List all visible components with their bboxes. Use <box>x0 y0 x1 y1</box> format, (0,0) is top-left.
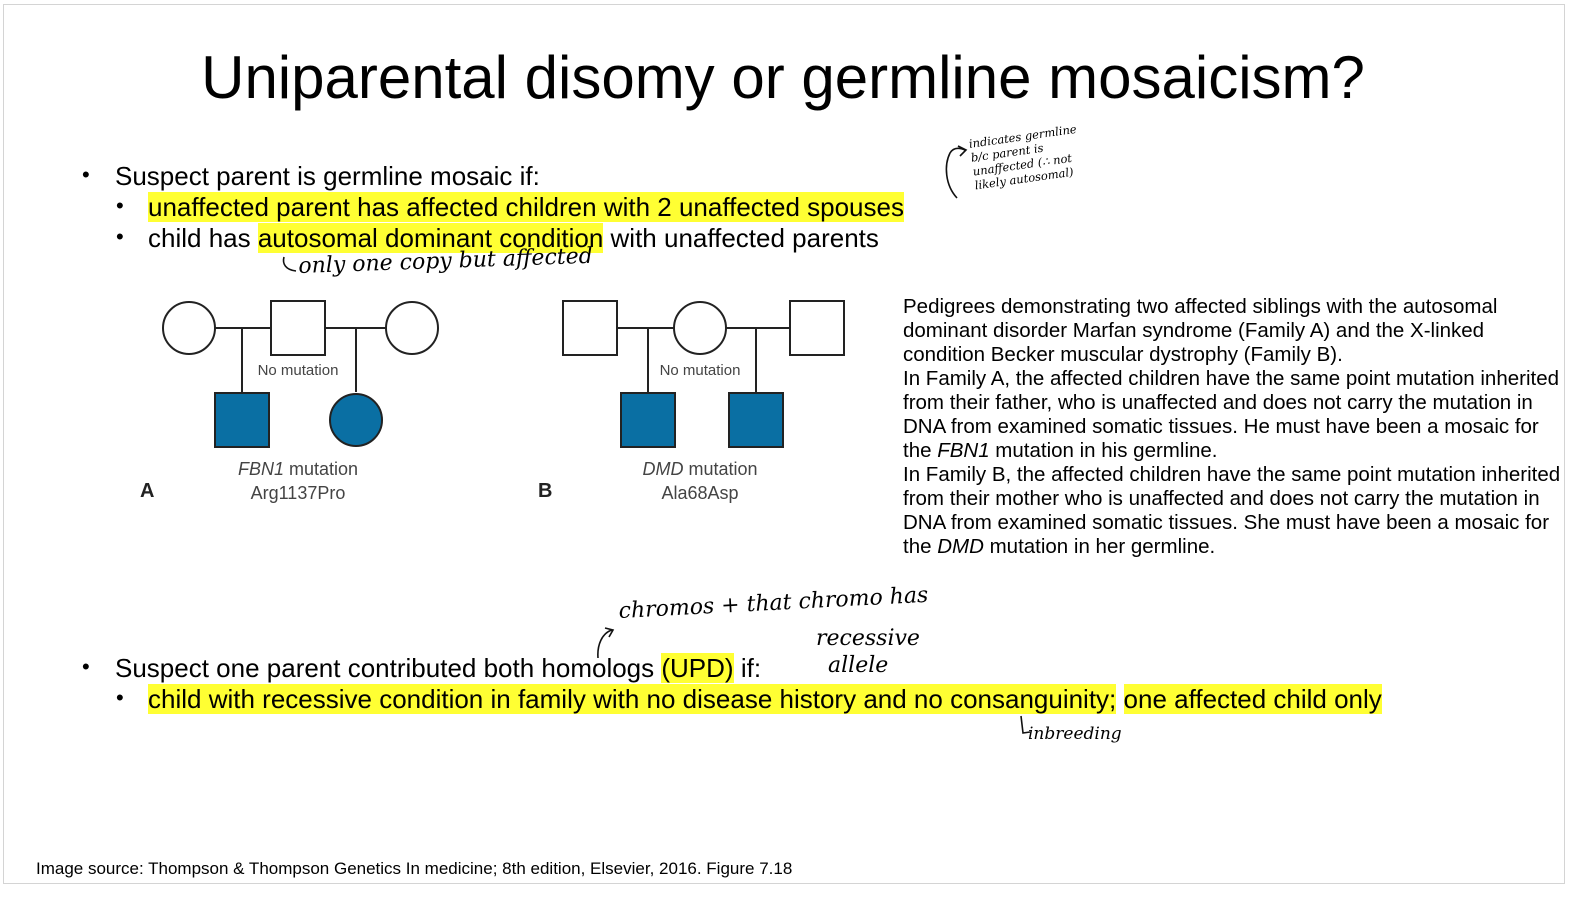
section1-item1: unaffected parent has affected children … <box>148 191 904 223</box>
highlight: unaffected parent has affected children … <box>148 192 904 222</box>
text-span: with unaffected parents <box>603 223 879 253</box>
pedigree-male-affected <box>214 392 270 448</box>
pedigree-female-unaffected <box>162 301 216 355</box>
gene-name: DMD <box>937 535 984 558</box>
caption-paragraph: In Family B, the affected children have … <box>903 463 1563 559</box>
text-span: child has <box>148 223 258 253</box>
slide-title: Uniparental disomy or germline mosaicism… <box>201 44 1365 111</box>
figure-caption: Pedigrees demonstrating two affected sib… <box>903 295 1563 559</box>
text-span: In Family B, the affected children have … <box>903 463 1561 558</box>
caption-paragraph: In Family A, the affected children have … <box>903 367 1563 463</box>
section2-heading: Suspect one parent contributed both homo… <box>115 652 761 684</box>
pedigree-female-affected <box>329 393 383 447</box>
pedigree-b <box>562 300 845 448</box>
family-label-b: B <box>538 480 552 502</box>
image-source: Image source: Thompson & Thompson Geneti… <box>36 859 793 878</box>
no-mutation-label-b: No mutation <box>660 362 741 379</box>
pedigree-male-affected <box>728 392 784 448</box>
section2-item1: child with recessive condition in family… <box>148 683 1382 715</box>
pedigree-male-affected <box>620 392 676 448</box>
family-label-a: A <box>140 480 154 502</box>
caption-paragraph: Pedigrees demonstrating two affected sib… <box>903 295 1498 366</box>
section1-item2: child has autosomal dominant condition w… <box>148 222 879 254</box>
note-line: allele <box>828 653 889 678</box>
pedigree-figure: No mutation FBN1 mutation Arg1137Pro A N… <box>140 300 845 503</box>
highlight: (UPD) <box>661 653 734 683</box>
bullet-marker: • <box>116 224 124 249</box>
pedigree-female-unaffected <box>673 301 727 355</box>
pedigree-male-unaffected <box>789 300 845 356</box>
note-chromos: chromos + that chromo has recessive alle… <box>618 583 929 679</box>
text-span: if: <box>733 653 762 683</box>
pedigree-a <box>162 300 439 448</box>
pedigree-male-unaffected <box>270 300 326 356</box>
note-inbreeding: inbreeding <box>1028 724 1122 744</box>
note-line: recessive <box>816 626 920 651</box>
variant-label-a: Arg1137Pro <box>251 483 346 503</box>
pedigree-female-unaffected <box>385 301 439 355</box>
highlight: autosomal dominant condition <box>257 223 604 253</box>
section1-heading: Suspect parent is germline mosaic if: <box>115 161 540 191</box>
bullet-marker: • <box>82 162 90 187</box>
mutation-label-b: DMD mutation <box>642 459 757 479</box>
text-span: In Family A, the affected children have … <box>903 367 1559 462</box>
bullet-marker: • <box>116 685 124 710</box>
variant-label-b: Ala68Asp <box>661 483 738 503</box>
bullet-marker: • <box>82 654 90 679</box>
gene-name: FBN1 <box>937 439 990 462</box>
no-mutation-label-a: No mutation <box>258 362 339 379</box>
text-span: Suspect one parent contributed both homo… <box>115 653 662 683</box>
text-span: mutation in her germline. <box>983 535 1216 558</box>
pedigree-male-unaffected <box>562 300 618 356</box>
text-span: mutation in his germline. <box>989 439 1218 462</box>
mutation-label-a: FBN1 mutation <box>238 459 358 479</box>
bullet-marker: • <box>116 193 124 218</box>
highlight: child with recessive condition in family… <box>148 684 1117 714</box>
highlight: one affected child only <box>1123 684 1382 714</box>
